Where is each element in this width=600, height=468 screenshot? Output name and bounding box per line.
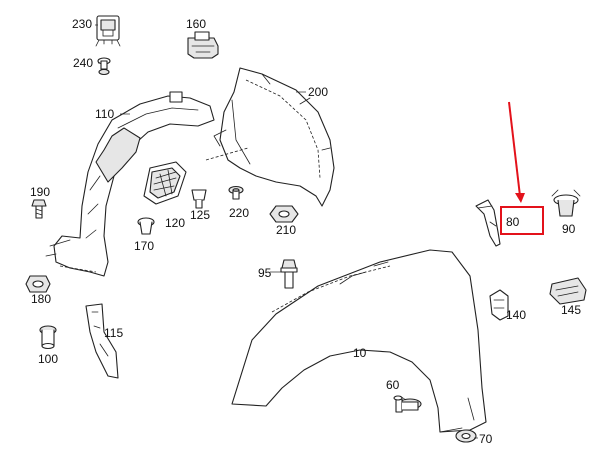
part-115-bracket: [85, 303, 119, 379]
part-200-wheel-liner: [213, 67, 335, 207]
part-80-bracket: [475, 199, 501, 247]
part-145-clip: [549, 277, 587, 305]
part-140-clip: [489, 289, 509, 321]
part-230-clip: [95, 15, 121, 47]
part-110-wheel-liner: [45, 91, 215, 277]
highlight-box: [500, 206, 544, 235]
callout-210: 210: [276, 223, 296, 237]
part-125-rivet: [191, 189, 207, 209]
part-100-spacer: [39, 325, 57, 350]
part-170-clip: [137, 217, 155, 235]
red-arrow-head: [515, 193, 525, 203]
highlight-marker: [500, 101, 544, 235]
part-90-clip: [551, 189, 581, 217]
callout-95: 95: [258, 266, 272, 280]
callout-140: 140: [506, 308, 526, 322]
callout-190: 190: [30, 185, 50, 199]
callout-60: 60: [386, 378, 400, 392]
part-120-grille: [143, 161, 187, 205]
part-240-screw: [97, 57, 111, 76]
leader-200-link: [205, 147, 249, 161]
callout-220: 220: [229, 206, 249, 220]
callout-80: 80: [506, 215, 520, 229]
callout-200: 200: [308, 85, 328, 99]
callout-170: 170: [134, 239, 154, 253]
callout-120: 120: [165, 216, 185, 230]
callout-160: 160: [186, 17, 206, 31]
callout-230: 230: [72, 17, 92, 31]
callout-180: 180: [31, 292, 51, 306]
callout-115: 115: [104, 326, 123, 340]
callout-110: 110: [95, 107, 114, 121]
callout-240: 240: [73, 56, 93, 70]
callout-125: 125: [190, 208, 210, 222]
part-160-clip: [187, 31, 219, 59]
leader-lines: [95, 24, 478, 439]
red-arrow-line: [508, 101, 521, 197]
callout-70: 70: [479, 432, 493, 446]
callout-145: 145: [561, 303, 581, 317]
part-210-nut: [269, 205, 299, 223]
callout-10: 10: [353, 346, 367, 360]
part-180-nut: [25, 275, 51, 293]
part-220-screw: [228, 185, 244, 200]
callout-90: 90: [562, 222, 576, 236]
part-70-washer: [455, 429, 477, 443]
part-190-screw: [31, 199, 47, 219]
part-95-bolt: [280, 259, 298, 289]
part-60-bolt: [393, 395, 422, 413]
callout-100: 100: [38, 352, 58, 366]
